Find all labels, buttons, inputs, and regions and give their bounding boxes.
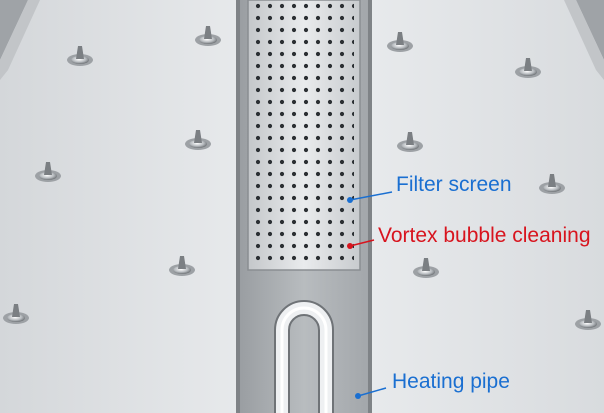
air-jet-icon bbox=[575, 310, 601, 330]
air-jet-icon bbox=[387, 32, 413, 52]
vortex-marker bbox=[347, 243, 353, 249]
air-jet-icon bbox=[3, 304, 29, 324]
right-air-jets bbox=[387, 32, 601, 330]
air-jet-icon bbox=[185, 130, 211, 150]
air-jet-icon bbox=[397, 132, 423, 152]
left-wall-edge bbox=[0, 0, 40, 80]
vortex-leader-line bbox=[349, 239, 375, 247]
filter-screen-marker bbox=[347, 197, 353, 203]
air-jet-icon bbox=[195, 26, 221, 46]
air-jet-icon bbox=[413, 258, 439, 278]
air-jet-icon bbox=[539, 174, 565, 194]
air-jet-icon bbox=[35, 162, 61, 182]
filter-screen bbox=[247, 0, 361, 271]
air-jet-icon bbox=[515, 58, 541, 78]
left-air-jets bbox=[3, 26, 221, 324]
heating-pipe-marker bbox=[355, 393, 361, 399]
filter-screen-leader-line bbox=[349, 191, 393, 201]
filter-screen-holes bbox=[254, 2, 354, 266]
heating-pipe-leader-line bbox=[357, 387, 387, 397]
vortex-bubble-cleaning-label: Vortex bubble cleaning bbox=[378, 224, 591, 247]
filter-screen-label: Filter screen bbox=[396, 173, 512, 196]
air-jet-icon bbox=[169, 256, 195, 276]
heating-pipe-label: Heating pipe bbox=[392, 370, 510, 393]
heating-pipe bbox=[274, 300, 334, 413]
air-jet-icon bbox=[67, 46, 93, 66]
heating-pipe-highlight bbox=[280, 306, 328, 413]
right-wall-edge bbox=[564, 0, 604, 80]
